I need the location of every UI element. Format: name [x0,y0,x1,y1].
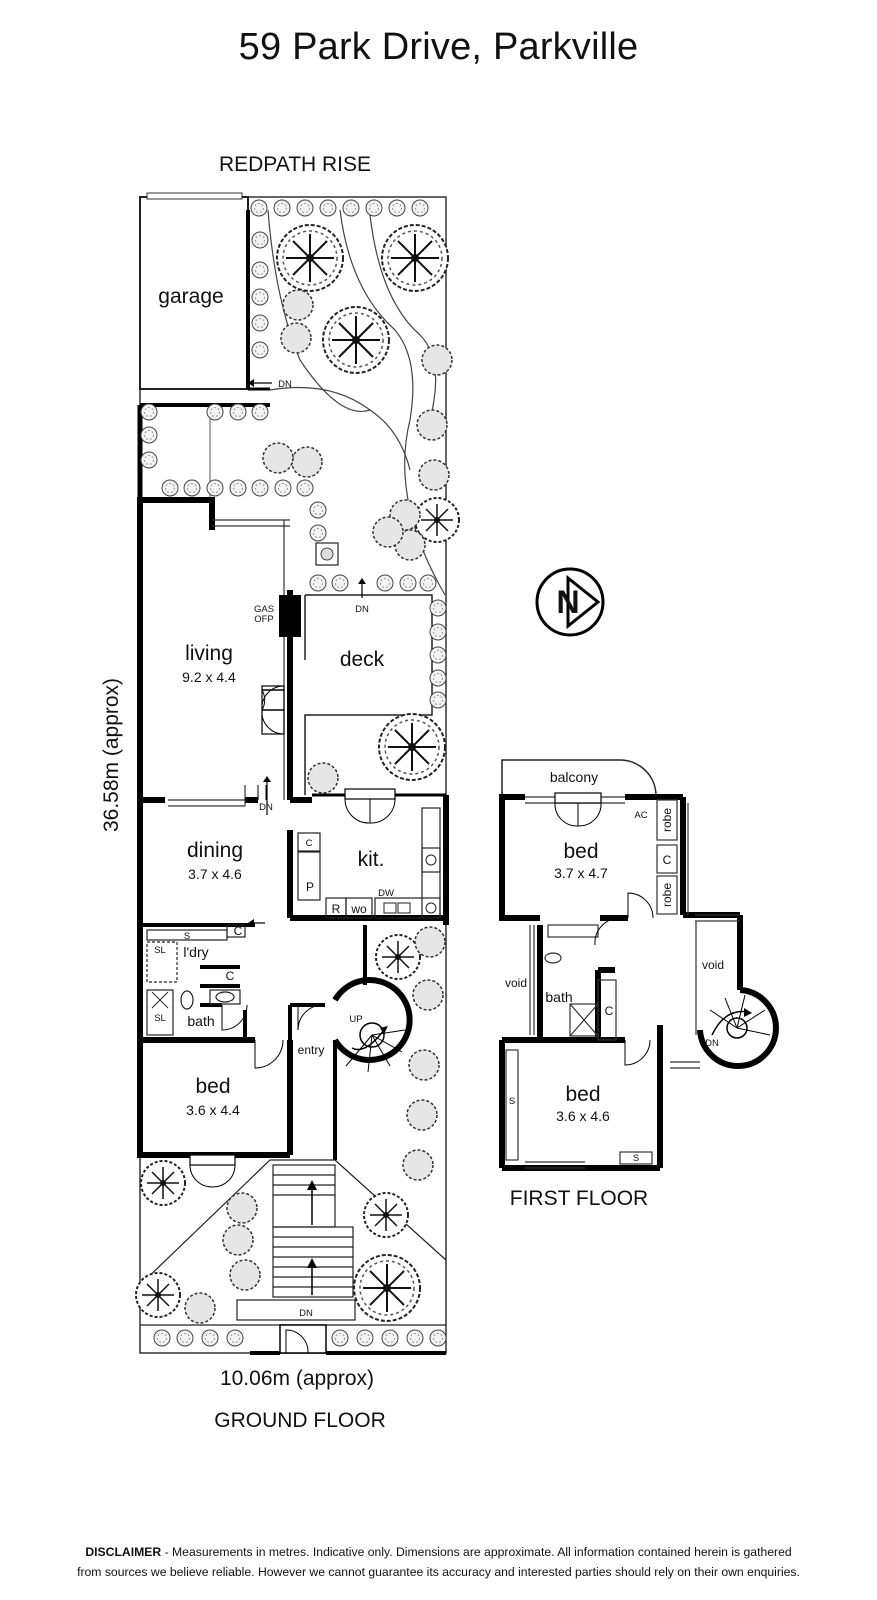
bed2-shelf-left-label: S [509,1096,515,1107]
disclaimer-line-2: from sources we believe reliable. Howeve… [77,1565,800,1579]
room-bed-first-1: bed [563,840,598,863]
ofp-label: OFP [254,614,274,625]
bath-sl-label: SL [154,1013,166,1024]
room-bed-first-2: bed [565,1083,600,1106]
first-stair-dn-label: DN [705,1038,719,1049]
room-garage: garage [158,285,223,308]
street-name: REDPATH RISE [219,153,371,176]
room-laundry: l'dry [183,944,208,960]
bath-cupboard-label: C [226,969,235,983]
ground-floor-site [135,192,460,1355]
depth-dimension: 36.58m (approx) [100,678,123,832]
gas-label: GAS [254,604,274,615]
room-bed-first-2-size: 3.6 x 4.6 [556,1108,610,1124]
room-dining-size: 3.7 x 4.6 [188,866,242,882]
room-deck: deck [340,648,385,671]
front-dn-label: DN [299,1308,313,1319]
living-dn-label: DN [259,802,273,813]
garage-dn-label: DN [278,379,292,390]
laundry-shelf-label: S [184,931,190,942]
deck-dn-label: DN [355,604,369,615]
room-bath-ground: bath [187,1013,214,1029]
room-balcony: balcony [550,769,598,785]
room-bath-first: bath [545,989,572,1005]
robe-top-label: robe [660,808,674,832]
room-bed-ground-size: 3.6 x 4.4 [186,1102,240,1118]
laundry-cupboard-label: C [234,924,243,938]
kitchen-cupboard-label: C [306,838,313,849]
disclaimer-label: DISCLAIMER [85,1545,162,1559]
spiral-stair-first [697,987,779,1069]
spiral-stair-ground [332,977,413,1073]
stair-up-label: UP [349,1014,362,1025]
wall-oven-label: wo [350,902,367,916]
first-cupboard-label: C [663,853,672,867]
room-dining: dining [187,839,243,862]
ground-floor-label: GROUND FLOOR [214,1409,386,1432]
room-void-right: void [702,958,724,972]
width-dimension: 10.06m (approx) [220,1367,374,1390]
room-bed-ground: bed [195,1075,230,1098]
aircon-label: AC [634,810,647,821]
room-entry: entry [298,1043,325,1057]
laundry-sl-label: SL [154,945,166,956]
room-bed-first-1-size: 3.7 x 4.7 [554,865,608,881]
fridge-label: R [332,902,341,916]
bed2-shelf-bottom-label: S [633,1153,639,1164]
north-compass: N [535,567,605,637]
page-title: 59 Park Drive, Parkville [238,26,639,68]
first-floor-label: FIRST FLOOR [510,1187,648,1210]
pantry-label: P [306,880,314,894]
room-void-left: void [505,976,527,990]
room-living: living [185,642,233,665]
room-living-size: 9.2 x 4.4 [182,669,236,685]
compass-north-label: N [556,584,579,620]
first-bath-cupboard-label: C [605,1004,614,1018]
first-floor-plan [499,759,779,1171]
robe-bottom-label: robe [660,883,674,907]
disclaimer-line-1: - Measurements in metres. Indicative onl… [161,1545,792,1559]
disclaimer: DISCLAIMER - Measurements in metres. Ind… [0,1542,877,1582]
dishwasher-label: DW [378,888,394,899]
room-kitchen: kit. [358,848,385,871]
